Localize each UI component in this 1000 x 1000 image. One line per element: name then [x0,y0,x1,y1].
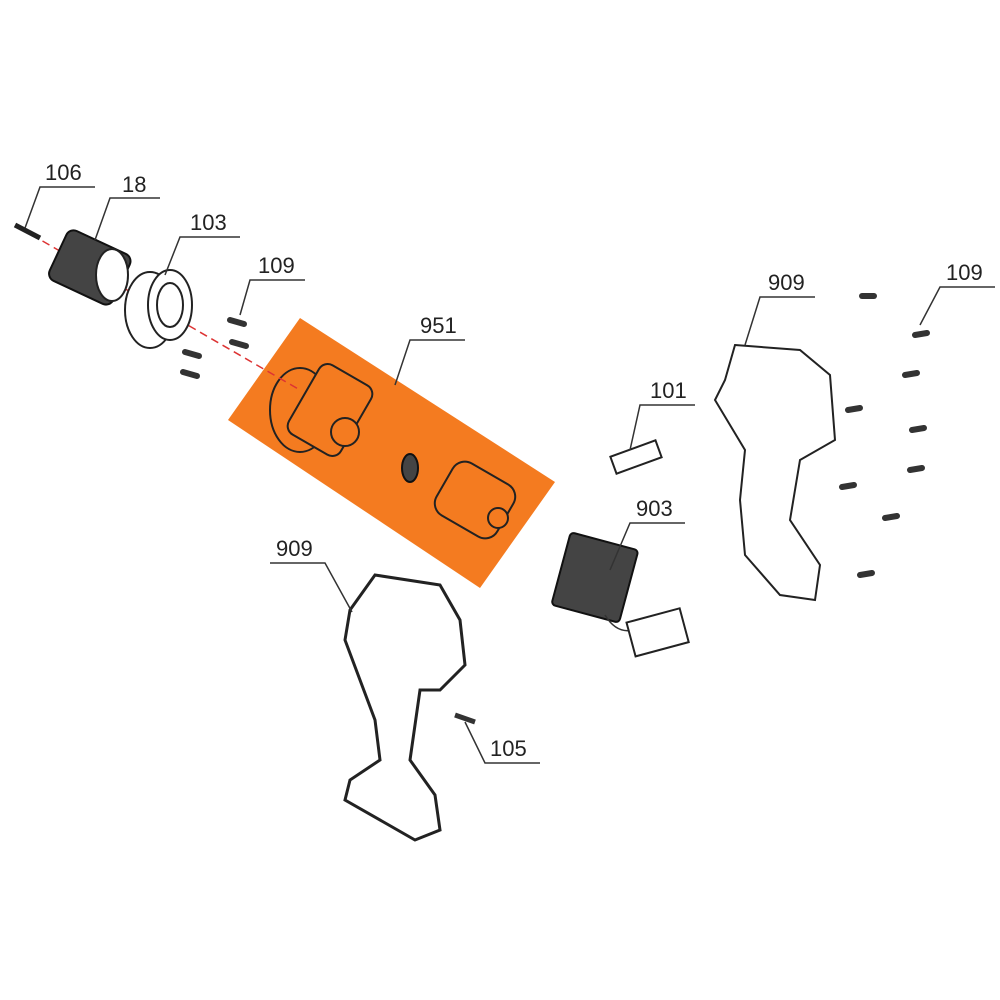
callout-18: 18 [94,172,160,241]
svg-text:909: 909 [768,270,805,295]
callout-105: 105 [464,721,540,764]
svg-text:18: 18 [122,172,146,197]
svg-text:109: 109 [258,253,295,278]
callout-101: 101 [629,378,695,451]
svg-text:903: 903 [636,496,673,521]
svg-text:109: 109 [946,260,983,285]
gearbox-assembly [269,363,517,540]
switch-101 [609,439,663,475]
callout-903: 903 [609,496,685,571]
svg-text:101: 101 [650,378,687,403]
pin-105 [454,712,476,725]
callout-106: 106 [24,160,95,229]
trigger-switch-903 [551,532,690,658]
screws-109-left [180,317,249,379]
svg-text:106: 106 [45,160,82,185]
svg-text:103: 103 [190,210,227,235]
housing-half-909-right [713,343,837,602]
callout-909-right: 909 [744,270,815,346]
svg-text:951: 951 [420,313,457,338]
svg-text:105: 105 [490,736,527,761]
callout-951: 951 [394,313,465,386]
ring-103 [124,269,193,349]
callout-103: 103 [164,210,240,276]
screw-106 [13,222,42,241]
callout-109-left: 109 [239,253,305,316]
housing-half-909-left [343,573,467,842]
callout-109-right: 109 [919,260,995,326]
screws-109-right [839,293,930,578]
svg-text:909: 909 [276,536,313,561]
chuck-18 [48,229,132,306]
callout-909-left: 909 [270,536,353,613]
